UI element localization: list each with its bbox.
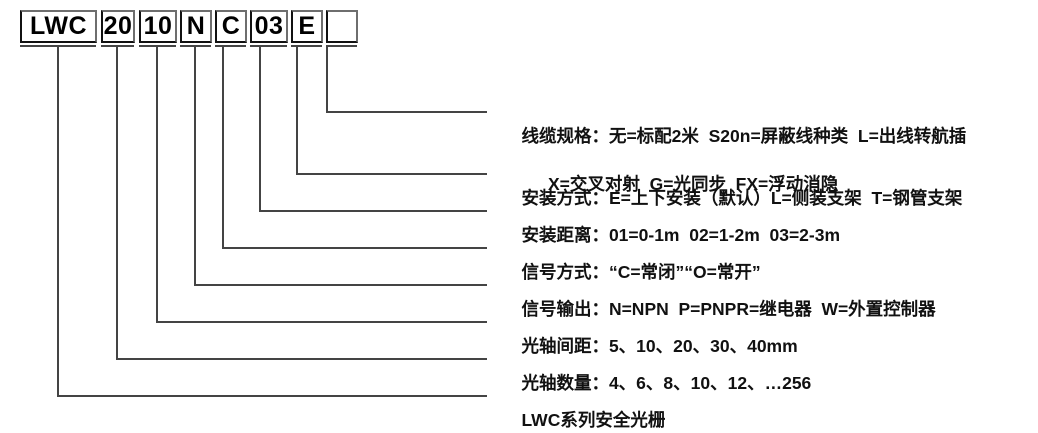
label-beam-count: 光轴数量：4、6、8、10、12、…256 [502, 347, 811, 419]
label-series-line1: LWC系列安全光栅 [521, 410, 666, 430]
code-box-signal-output: N [180, 10, 212, 43]
leader-signal-mode [222, 46, 487, 249]
label-signal-mode: 信号方式：“C=常闭”“O=常开” [502, 236, 761, 308]
label-install-method-line1: 安装方式：E=上下安装（默认）L=侧装支架 T=钢管支架 [521, 188, 963, 208]
code-box-beam-count: 20 [101, 10, 135, 43]
code-box-beam-pitch: 10 [139, 10, 177, 43]
label-cable-spec: 线缆规格：无=标配2米 S20n=屏蔽线种类 L=出线转航插 X=交叉对射 G=… [502, 100, 966, 244]
code-box-series: LWC [20, 10, 97, 43]
leader-beam-pitch [156, 46, 487, 323]
label-install-method: 安装方式：E=上下安装（默认）L=侧装支架 T=钢管支架 [502, 162, 962, 234]
label-beam-pitch-line1: 光轴间距：5、10、20、30、40mm [521, 336, 798, 356]
label-signal-mode-line1: 信号方式：“C=常闭”“O=常开” [521, 262, 761, 282]
leader-install-method [296, 46, 487, 175]
leader-signal-output [194, 46, 487, 286]
leader-series [57, 46, 487, 397]
leader-cable-spec [326, 46, 487, 113]
code-box-signal-mode: C [215, 10, 247, 43]
label-beam-count-line1: 光轴数量：4、6、8、10、12、…256 [521, 373, 812, 393]
code-box-install-method: E [291, 10, 323, 43]
code-box-install-distance: 03 [250, 10, 288, 43]
label-cable-spec-line2: X=交叉对射 G=光同步 FX=浮动消隐 [548, 174, 839, 194]
label-series: LWC系列安全光栅 [502, 384, 665, 433]
label-cable-spec-line1: 线缆规格：无=标配2米 S20n=屏蔽线种类 L=出线转航插 [521, 126, 967, 146]
label-beam-pitch: 光轴间距：5、10、20、30、40mm [502, 310, 798, 382]
code-box-cable-spec [326, 10, 358, 43]
label-signal-output: 信号输出：N=NPN P=PNPR=继电器 W=外置控制器 [502, 273, 936, 345]
label-install-distance: 安装距离：01=0-1m 02=1-2m 03=2-3m [502, 199, 840, 271]
label-signal-output-line1: 信号输出：N=NPN P=PNPR=继电器 W=外置控制器 [521, 299, 936, 319]
leader-beam-count [116, 46, 487, 360]
leader-install-distance [259, 46, 487, 212]
label-install-distance-line1: 安装距离：01=0-1m 02=1-2m 03=2-3m [521, 225, 841, 245]
